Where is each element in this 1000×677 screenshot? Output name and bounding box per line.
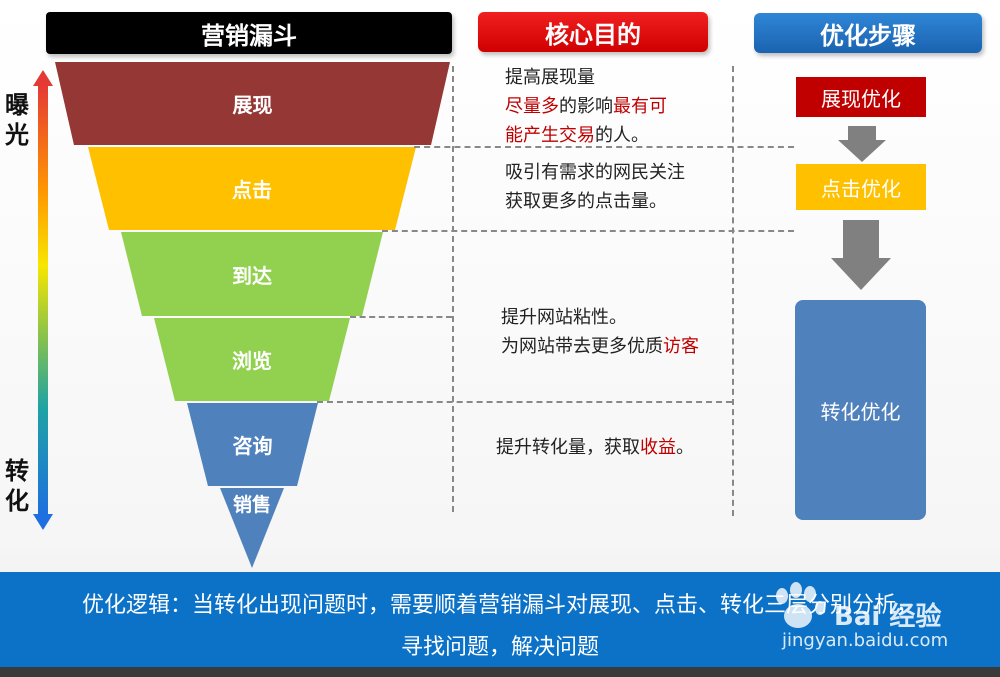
axis-arrow-down-icon [33, 514, 53, 530]
description-click: 吸引有需求的网民关注 获取更多的点击量。 [505, 162, 685, 212]
funnel-stage-show: 展现 [55, 62, 450, 145]
step-click-optimization: 点击优化 [796, 164, 926, 210]
funnel-header: 营销漏斗 [46, 12, 452, 54]
watermark-brand: Bai 经验 [834, 602, 942, 632]
funnel-stage-arrive: 到达 [121, 232, 383, 316]
paw-logo-icon [776, 582, 825, 628]
step-conversion-optimization: 转化优化 [795, 300, 926, 520]
core-purpose-header: 核心目的 [478, 12, 708, 52]
axis-label-conversion: 转化 [5, 457, 29, 515]
description-show: 提高展现量 尽量多的影响最有可 能产生交易的人。 [505, 67, 667, 146]
down-arrow-icon [838, 126, 886, 162]
step-show-optimization: 展现优化 [796, 77, 926, 117]
funnel-stage-click: 点击 [88, 147, 416, 230]
row-divider-2 [382, 230, 794, 232]
funnel-stage-consult: 咨询 [187, 403, 318, 486]
description-browse: 提升网站粘性。 为网站带去更多优质访客 [501, 307, 699, 357]
gradient-axis-arrow [38, 85, 48, 515]
axis-arrow-up-icon [33, 70, 53, 86]
baidu-jingyan-watermark: Bai 经验 jingyan.baidu.com [760, 580, 970, 655]
optimization-steps-header: 优化步骤 [754, 13, 982, 53]
row-divider-4 [317, 401, 732, 403]
row-divider-1 [414, 146, 794, 148]
description-consult: 提升转化量，获取收益。 [496, 437, 694, 458]
footer-line-2: 寻找问题，解决问题 [400, 635, 599, 660]
axis-label-exposure: 曝光 [5, 91, 29, 149]
column-divider-left [452, 66, 454, 512]
funnel-stage-sales: 销售 [220, 488, 284, 568]
watermark-url: jingyan.baidu.com [782, 630, 949, 651]
column-divider-right [732, 66, 734, 516]
down-arrow-icon [831, 220, 891, 290]
funnel-stage-browse: 浏览 [154, 318, 350, 401]
row-divider-3 [350, 316, 452, 318]
bottom-strip [0, 667, 1000, 677]
